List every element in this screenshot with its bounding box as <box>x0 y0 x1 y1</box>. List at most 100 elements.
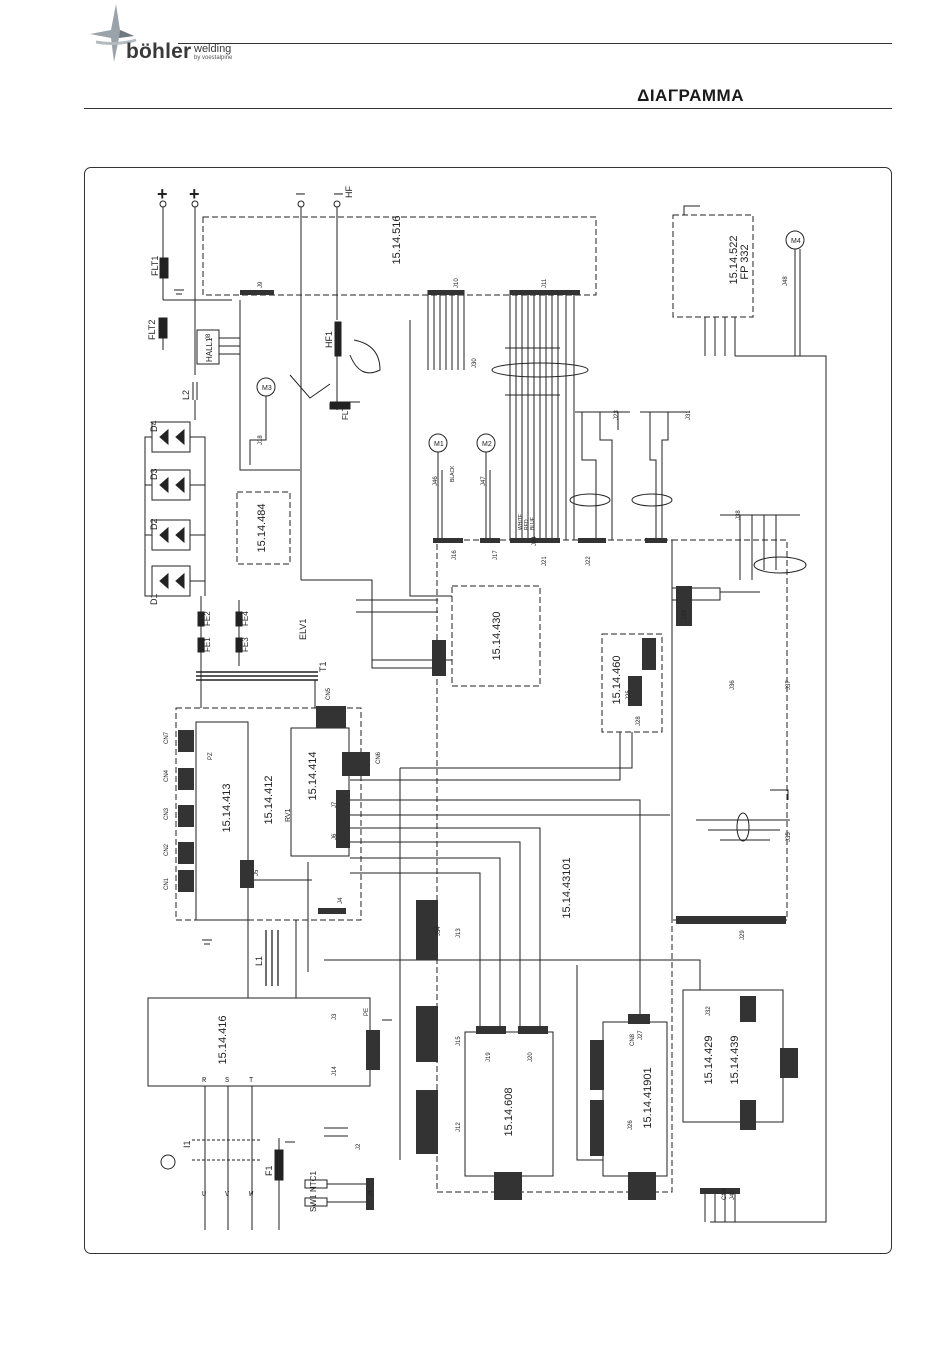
connector-label: J19 <box>486 1052 492 1062</box>
component-label: FLT3 <box>341 401 350 420</box>
hf-transformer <box>334 321 342 357</box>
connector-label: CN3 <box>164 807 170 820</box>
component-label: I1 <box>182 1140 192 1148</box>
hall-sensor <box>196 329 220 365</box>
component-label: HF1 <box>324 331 334 348</box>
connector-label: CN8 <box>630 1033 636 1046</box>
top-rule <box>178 43 892 44</box>
connector-label: CN1 <box>164 877 170 890</box>
board-outline <box>202 216 597 296</box>
transformer-t1 <box>196 671 318 681</box>
inductor-l2 <box>192 382 198 400</box>
component-label: D4 <box>149 420 159 432</box>
component-label: T1 <box>318 661 328 672</box>
board-label: 15.14.460 <box>611 656 623 705</box>
connector-label: J15 <box>456 1036 462 1046</box>
component-label: M3 <box>262 385 272 392</box>
terminal-letter: R <box>202 1077 207 1085</box>
component-label: M4 <box>791 238 801 245</box>
board-label: 15.14.522 <box>728 236 740 285</box>
connector-label: J31 <box>686 410 692 420</box>
connector-label: J6 <box>332 833 338 840</box>
connector-label: J9 <box>258 281 264 288</box>
connector-label: J12 <box>456 1122 462 1132</box>
board-label: 15.14.430 <box>491 612 503 661</box>
filter-flt2 <box>158 317 168 339</box>
connector-label: J16 <box>452 550 458 560</box>
connector-label: J8 <box>206 333 212 340</box>
board-label: 15.14.484 <box>256 504 268 553</box>
component-label: FE3 <box>241 637 250 652</box>
title-rule <box>84 108 892 109</box>
terminal-label: – <box>334 185 343 202</box>
component-label: M2 <box>482 441 492 448</box>
board-label: FP 332 <box>739 244 751 279</box>
wire-color-tag: BLUE <box>530 516 536 530</box>
brand-by: by voestalpine <box>194 55 233 61</box>
connector-label: J32 <box>706 1006 712 1016</box>
connector-label: J2 <box>356 1143 362 1150</box>
connector-label: CN2 <box>164 843 170 856</box>
connector-label: J28 <box>636 716 642 726</box>
connector-label: J18 <box>258 435 264 445</box>
component-label: FE4 <box>241 611 250 626</box>
brand-name: böhler <box>126 40 192 63</box>
component-label: D3 <box>149 468 159 480</box>
terminal-letter: S <box>225 1077 229 1085</box>
connector-label: J27 <box>638 1030 644 1040</box>
component-label: FE1 <box>203 637 212 652</box>
connector-label: J13 <box>456 928 462 938</box>
brand-sub: welding <box>194 43 232 55</box>
board-label: 15.14.439 <box>729 1036 741 1085</box>
connector-label: J46 <box>433 476 439 486</box>
brand-logo <box>86 0 246 70</box>
connector-label: J25 <box>626 690 632 700</box>
board-label: 15.14.414 <box>307 752 319 801</box>
board-outline <box>451 585 541 687</box>
connector-label: J11 <box>542 278 548 288</box>
page-title: ΔΙΑΓΡΑΜΜΑ <box>637 86 744 105</box>
component-label: F1 <box>264 1165 274 1176</box>
board-label: 15.14.516 <box>391 216 403 265</box>
connector-label: CN9 <box>722 1187 728 1200</box>
wire-color-tag: BLACK <box>450 465 456 482</box>
connector-label: J35 <box>786 832 792 842</box>
board-label: 15.14.41901 <box>642 1067 654 1128</box>
component-label: FE2 <box>203 611 212 626</box>
connector-label: J33 <box>682 610 688 620</box>
board-label: 15.14.416 <box>217 1016 229 1065</box>
component-label: NTC1 <box>309 1171 318 1192</box>
terminal-letter: V <box>225 1191 230 1199</box>
connector-label: J30 <box>472 358 478 368</box>
filter-flt3 <box>329 402 351 410</box>
component-label: L1 <box>254 956 264 966</box>
component-label: D2 <box>149 518 159 530</box>
connector-label: J34 <box>436 926 442 936</box>
connector-label: J4 <box>338 897 344 904</box>
main-switch-i1 <box>160 1154 176 1170</box>
component-label: M1 <box>434 441 444 448</box>
connector-label: J14 <box>332 1066 338 1076</box>
board-label: 15.14.413 <box>221 784 233 833</box>
inductor-l1 <box>265 930 279 986</box>
terminal-label: + <box>189 184 200 204</box>
connector-label: J7 <box>332 801 338 808</box>
terminal-letter: U <box>202 1191 206 1199</box>
connector-label: J20 <box>528 1052 534 1062</box>
connector-label: CN5 <box>326 687 332 700</box>
wire-color-tag: RED <box>524 519 530 530</box>
component-label: L2 <box>181 390 191 400</box>
component-label: FLT2 <box>147 320 157 340</box>
board-outline <box>601 633 663 733</box>
connector-label: J5 <box>254 869 260 876</box>
connector-label: J23 <box>614 410 620 420</box>
connector-label: CN6 <box>376 751 382 764</box>
component-label: D1 <box>149 593 159 605</box>
connector-label: J38 <box>736 510 742 520</box>
connector-label: J3 <box>332 1013 338 1020</box>
board-label: 15.14.43101 <box>561 857 573 918</box>
board-outline <box>672 214 754 318</box>
connector-label: J36 <box>730 680 736 690</box>
terminal-label: + <box>157 184 168 204</box>
